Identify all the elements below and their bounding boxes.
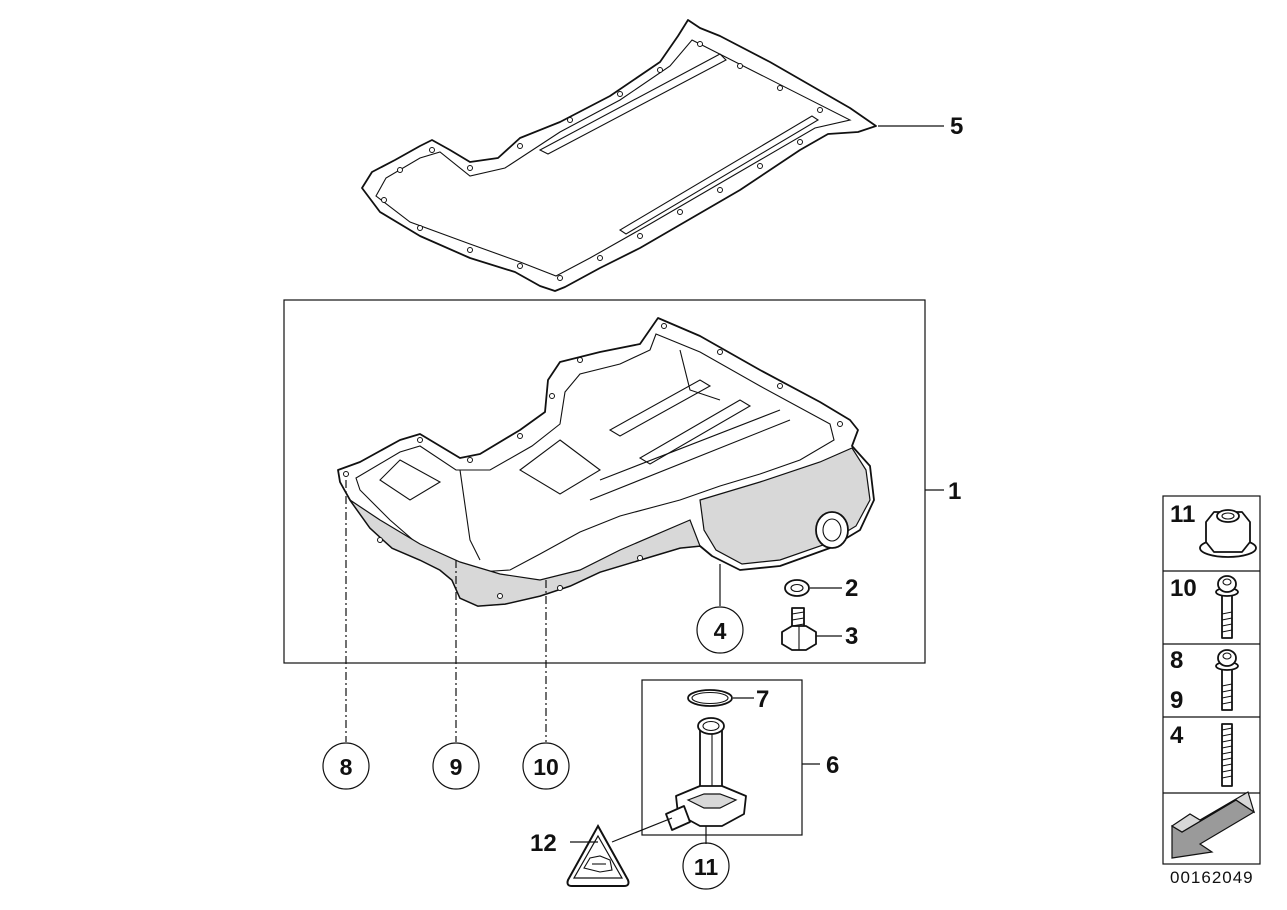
oil-level-sensor-group-frame <box>641 679 803 836</box>
fastener-row-4[interactable]: 4 <box>1170 722 1233 787</box>
callout-8[interactable]: 8 <box>322 480 370 790</box>
sealing-ring[interactable] <box>784 579 810 597</box>
callout-4-label: 4 <box>714 618 727 644</box>
oil-pan[interactable] <box>337 317 875 607</box>
o-ring[interactable] <box>687 689 733 707</box>
callout-6[interactable]: 6 <box>802 752 839 779</box>
torx-bolt-short-icon <box>1215 649 1239 711</box>
gasket-bolt-holes <box>381 41 823 281</box>
oil-pan-group-frame <box>283 299 926 664</box>
engine-oil-warning-icon <box>583 855 613 873</box>
callout-7-label: 7 <box>756 686 769 713</box>
callout-12[interactable]: 12 <box>530 830 598 857</box>
stud-icon <box>1221 723 1233 787</box>
callout-10-label: 10 <box>533 754 559 780</box>
callout-2-label: 2 <box>845 575 858 602</box>
callout-2[interactable]: 2 <box>810 575 858 602</box>
drain-plug[interactable] <box>781 607 817 651</box>
oil-pan-gasket[interactable] <box>361 19 877 292</box>
callout-9-label: 9 <box>450 754 463 780</box>
diagram-id: 00162049 <box>1170 868 1254 887</box>
callout-9[interactable]: 9 <box>432 560 480 790</box>
flange-nut-icon <box>1199 509 1257 558</box>
callout-5-label: 5 <box>950 113 963 140</box>
view-direction-arrow-icon <box>1170 791 1256 859</box>
callout-8-label: 8 <box>340 754 353 780</box>
callout-11-label: 11 <box>694 854 719 880</box>
callout-1[interactable]: 1 <box>925 478 961 505</box>
fastener-row-10-label: 10 <box>1170 575 1197 602</box>
fastener-row-4-label: 4 <box>1170 722 1184 749</box>
callout-12-label: 12 <box>530 830 557 857</box>
oil-pan-flange-holes <box>343 323 843 599</box>
callout-5[interactable]: 5 <box>878 113 963 140</box>
callout-1-label: 1 <box>948 478 961 505</box>
torx-bolt-long-icon <box>1215 575 1239 639</box>
fastener-row-8-label: 8 <box>1170 647 1183 674</box>
fastener-row-10[interactable]: 10 <box>1170 575 1239 639</box>
callout-3-label: 3 <box>845 623 858 650</box>
callout-4[interactable]: 4 <box>696 564 744 654</box>
oil-level-sensor[interactable] <box>665 717 747 831</box>
fastener-row-9-label: 9 <box>1170 687 1183 714</box>
fastener-row-11[interactable]: 11 <box>1170 501 1257 558</box>
fastener-row-11-label: 11 <box>1170 501 1195 528</box>
callout-10[interactable]: 10 <box>522 580 570 790</box>
warning-label[interactable] <box>566 817 673 887</box>
callout-7[interactable]: 7 <box>733 686 769 713</box>
callout-3[interactable]: 3 <box>816 623 858 650</box>
callout-6-label: 6 <box>826 752 839 779</box>
fastener-row-8-9[interactable]: 8 9 <box>1170 647 1239 714</box>
fastener-table: 11 10 8 9 <box>1162 495 1261 865</box>
callout-11[interactable]: 11 <box>682 826 730 890</box>
